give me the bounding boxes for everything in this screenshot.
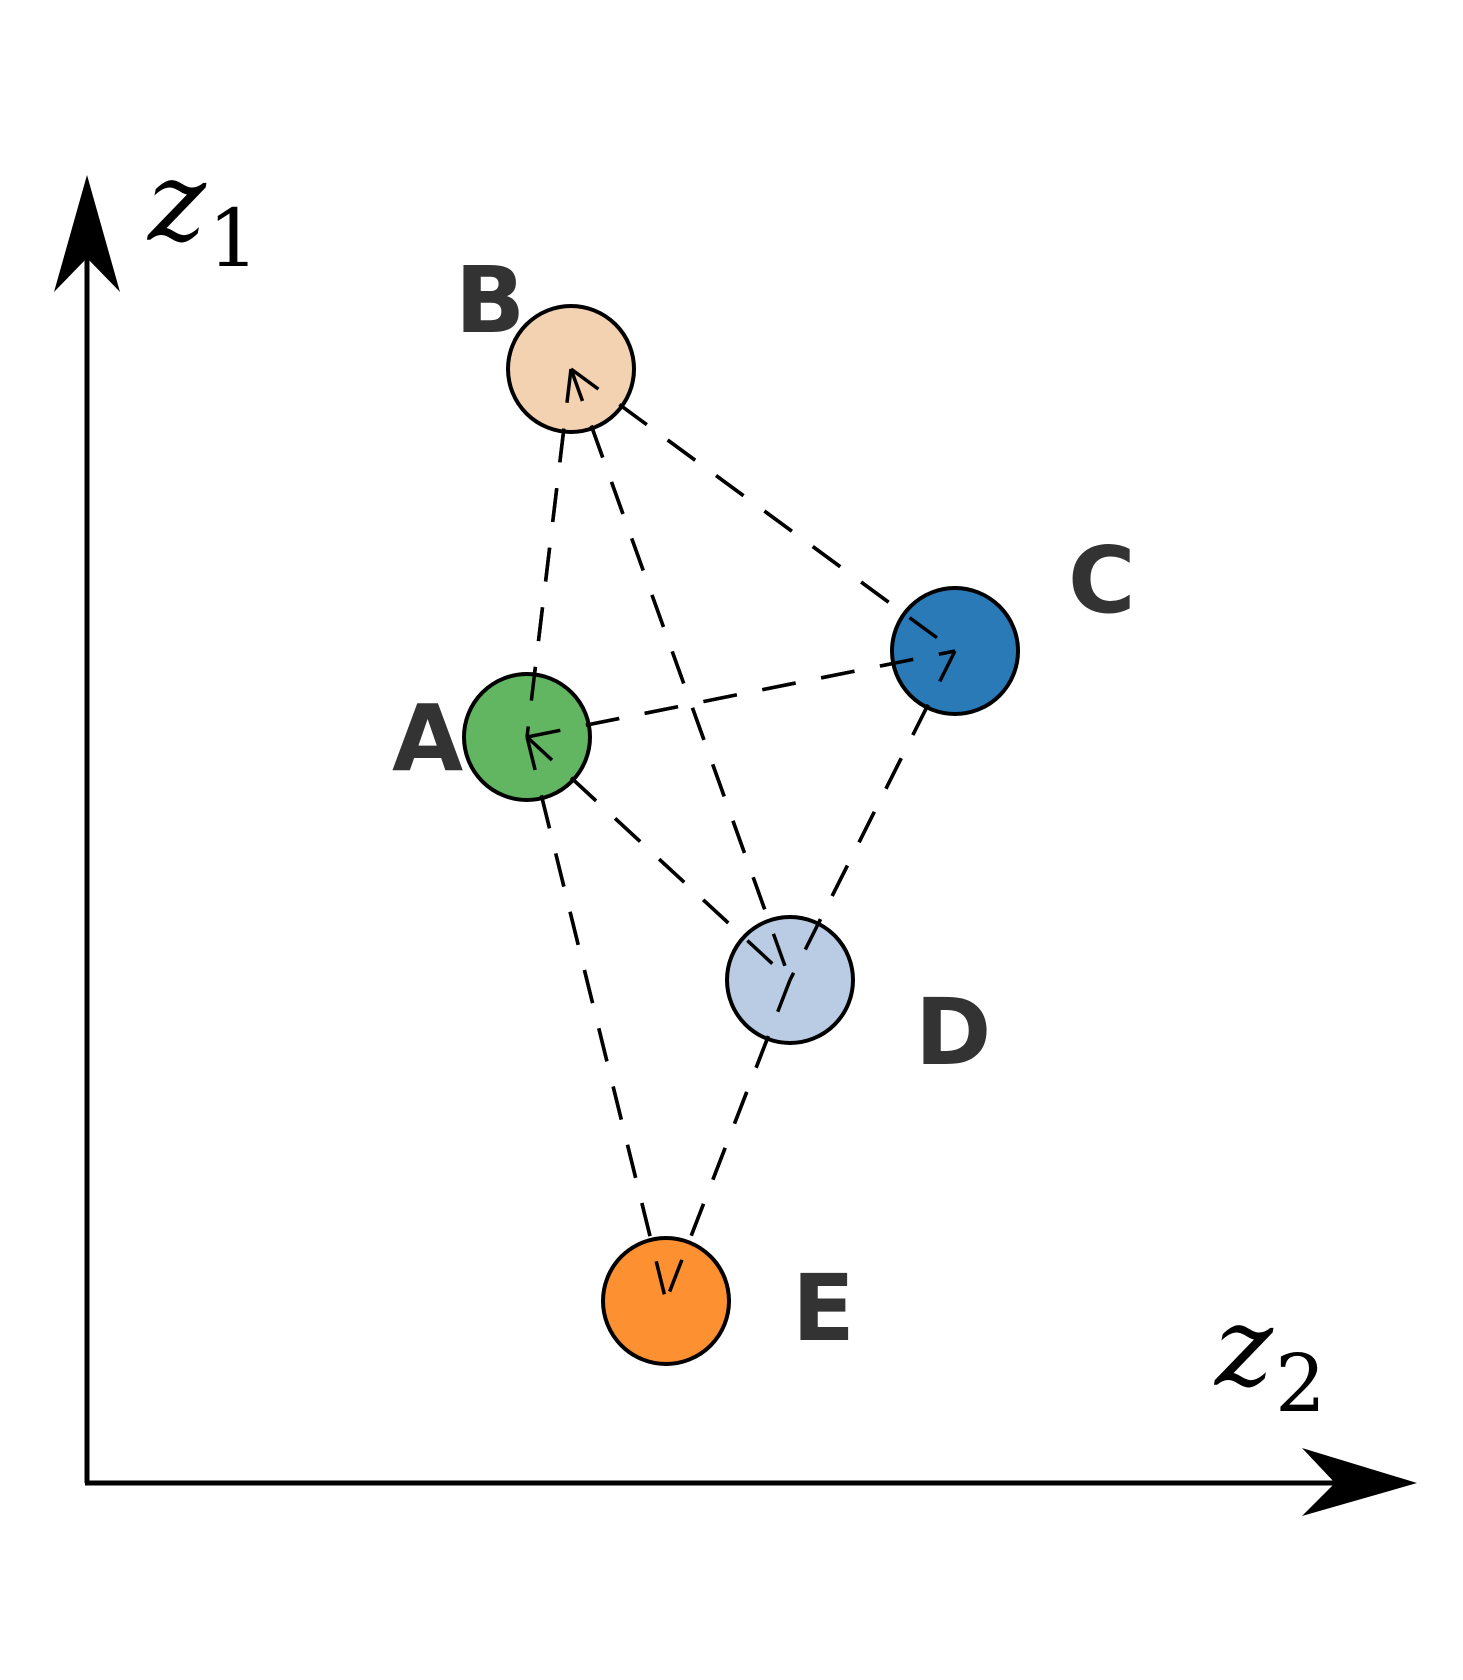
- vertical-axis-label: z1: [146, 138, 259, 285]
- edge-overlay-B-C: [569, 367, 957, 653]
- node-e: E: [601, 1236, 855, 1366]
- node-b: B: [455, 247, 636, 434]
- horizontal-axis-label: z2: [1213, 1283, 1326, 1430]
- edge-overlay-A-C: [526, 649, 956, 739]
- node-label-a: A: [392, 685, 463, 792]
- node-a: A: [392, 672, 592, 802]
- node-label-e: E: [792, 1255, 855, 1362]
- edge-overlay-B-A: [525, 368, 573, 738]
- horizontal-axis-arrowhead: [1302, 1448, 1417, 1516]
- node-label-b: B: [455, 247, 525, 354]
- edge-overlay-B-D: [569, 368, 792, 981]
- node-d: D: [725, 915, 991, 1086]
- node-label-c: C: [1068, 527, 1136, 634]
- node-c: C: [890, 527, 1136, 716]
- edge-overlay-A-E: [525, 736, 668, 1302]
- edges-layer: [525, 367, 957, 1302]
- nodes-layer: A B C D E: [392, 247, 1136, 1366]
- node-label-d: D: [915, 979, 991, 1086]
- edge-overlay-C-D: [788, 650, 957, 981]
- node-circle-e: [601, 1236, 731, 1366]
- vertical-axis-arrowhead: [54, 175, 120, 292]
